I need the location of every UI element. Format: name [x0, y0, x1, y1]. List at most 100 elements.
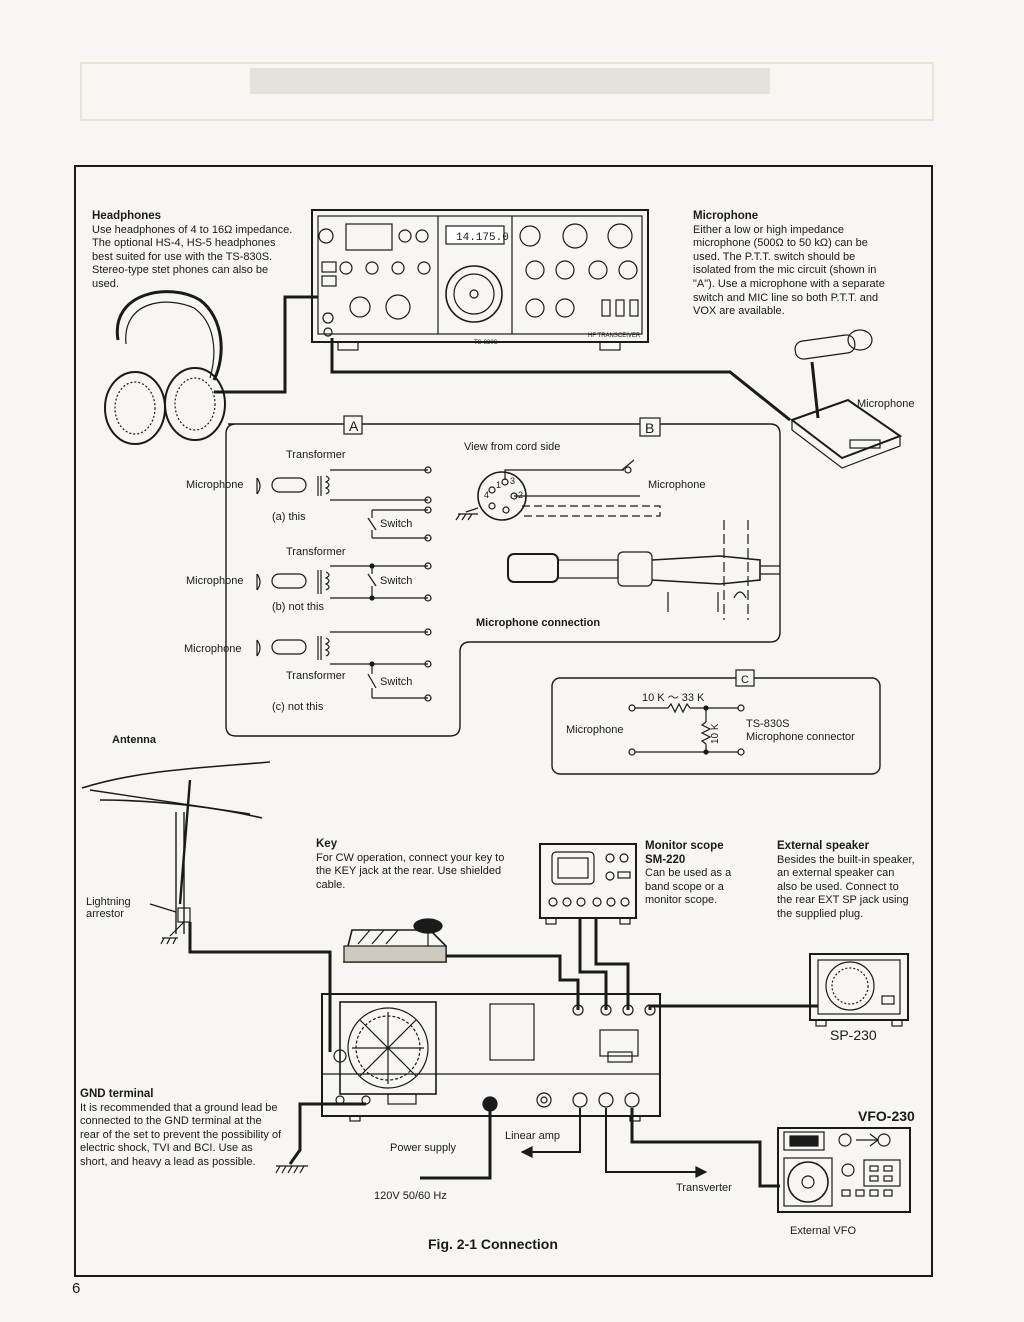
switch-label-b: Switch: [380, 575, 413, 587]
box-b-label: B: [645, 420, 654, 436]
ts830s-front-badge: TS-830S: [474, 340, 498, 346]
frequency-display: 14.175.0: [456, 232, 509, 244]
faded-header-title: [250, 68, 770, 94]
desk-microphone-label: Microphone: [857, 398, 915, 410]
transformer-label-b: Transformer: [286, 546, 346, 558]
lightning-arrestor-line2: arrestor: [86, 908, 124, 920]
headphone-cable: [214, 295, 318, 394]
caption-c-not-this: (c) not this: [272, 701, 324, 713]
gnd-title: GND terminal: [80, 1088, 154, 1100]
key-body: For CW operation, connect your key to th…: [316, 851, 505, 891]
switch-label-c: Switch: [380, 676, 413, 688]
headphones-body: Use headphones of 4 to 16Ω impedance. Th…: [92, 223, 293, 290]
sp230-speaker-drawing: [809, 953, 909, 1027]
microphone-label-b-box: Microphone: [648, 479, 706, 491]
faded-header-frame: [80, 62, 934, 121]
antenna-label: Antenna: [112, 734, 156, 746]
view-from-cord-side-label: View from cord side: [464, 441, 561, 453]
microphone-cable: [330, 338, 791, 422]
pin-1: 1: [496, 480, 501, 490]
resistor-shunt-label: 10 K: [710, 723, 721, 744]
transformer-label-c: Transformer: [286, 670, 346, 682]
microphone-label-c-box: Microphone: [566, 724, 624, 736]
microphone-label-a: Microphone: [186, 479, 244, 491]
ts830s-connector-label-1: TS-830S: [746, 718, 790, 730]
resistor-series-label: 10 K ～ 33 K: [642, 692, 705, 704]
microphone-label-c: Microphone: [184, 643, 242, 655]
resistor-network: [628, 702, 745, 756]
power-supply-label: Power supply: [390, 1142, 457, 1154]
linear-amp-label: Linear amp: [505, 1130, 561, 1142]
lightning-arrestor-line1: Lightning: [86, 896, 131, 908]
mic-connector-view: [455, 459, 780, 620]
caption-a-this: (a) this: [272, 511, 306, 523]
monitor-scope-drawing: [539, 843, 637, 925]
box-a-tag: [343, 415, 363, 435]
caption-b-not-this: (b) not this: [272, 601, 324, 613]
ground-symbol: [275, 1165, 308, 1174]
headphones-note: Headphones Use headphones of 4 to 16Ω im…: [92, 210, 297, 292]
transceiver-front: [311, 209, 649, 351]
transverter-label: Transverter: [676, 1182, 732, 1194]
speaker-cable: [648, 1004, 818, 1010]
lightning-arrestor-label: Lightning arrestor: [86, 896, 131, 920]
mains-label: 120V 50/60 Hz: [374, 1190, 447, 1202]
scope-cable-1: [578, 918, 608, 1010]
external-speaker-title: External speaker: [777, 840, 870, 852]
page-number: 6: [72, 1280, 81, 1297]
microphone-connection-label: Microphone connection: [476, 617, 601, 629]
power-cord: [420, 1110, 492, 1180]
diagram-box-c: [551, 677, 881, 775]
external-speaker-body: Besides the built-in speaker, an externa…: [777, 853, 915, 920]
vfo-cable: [630, 1108, 780, 1188]
circuit-a: [256, 466, 432, 542]
lightning-arrestor: [149, 903, 191, 945]
box-c-tag: [735, 669, 755, 687]
microphone-note: Microphone Either a low or high impedanc…: [693, 210, 895, 319]
vfo230-drawing: [777, 1127, 911, 1213]
box-c-label: C: [741, 674, 749, 686]
gnd-note: GND terminal It is recommended that a gr…: [80, 1088, 282, 1170]
external-speaker-note: External speaker Besides the built-in sp…: [777, 840, 917, 922]
antenna-cable: [188, 922, 332, 1052]
microphone-title: Microphone: [693, 210, 759, 222]
figure-caption: Fig. 2-1 Connection: [428, 1236, 558, 1252]
transceiver-rear: [321, 993, 661, 1122]
gnd-body: It is recommended that a ground lead be …: [80, 1101, 282, 1168]
linear-amp-arrow: [520, 1146, 533, 1158]
ground-lead: [288, 1102, 366, 1165]
monitor-scope-note: Monitor scope SM-220 Can be used as a ba…: [645, 840, 749, 908]
external-vfo-label: External VFO: [790, 1225, 857, 1237]
microphone-label-b: Microphone: [186, 575, 244, 587]
headphones-title: Headphones: [92, 210, 162, 222]
circuit-c: [256, 628, 432, 702]
scope-cable-2: [594, 918, 630, 1010]
transverter-arrow: [695, 1166, 708, 1178]
cw-key-drawing: [342, 918, 447, 963]
antenna-drawing: [81, 761, 271, 934]
circuit-b: [256, 562, 432, 602]
hf-transceiver-badge: HF TRANSCEIVER: [588, 333, 641, 339]
linear-amp-lead: [522, 1108, 581, 1153]
box-b-tag: [639, 417, 661, 437]
key-title: Key: [316, 838, 338, 850]
diagram-box-ab: [225, 423, 781, 737]
monitor-scope-title: Monitor scope: [645, 840, 724, 852]
box-a-label: A: [349, 418, 359, 434]
vfo230-label: VFO-230: [858, 1108, 915, 1124]
monitor-scope-model: SM-220: [645, 853, 686, 866]
monitor-scope-body: Can be used as a band scope or a monitor…: [645, 867, 732, 907]
ts830s-connector-label-2: Microphone connector: [746, 731, 855, 743]
figure-frame: [74, 165, 933, 1277]
key-cable: [446, 954, 580, 1010]
desk-microphone-drawing: [789, 329, 903, 469]
switch-label-a: Switch: [380, 518, 413, 530]
transformer-label-a: Transformer: [286, 449, 346, 461]
key-note: Key For CW operation, connect your key t…: [316, 838, 522, 892]
pin-2: 2: [518, 490, 523, 500]
headphones-drawing: [104, 290, 226, 445]
pin-3: 3: [510, 476, 515, 486]
transverter-lead: [605, 1108, 696, 1173]
sp230-label: SP-230: [830, 1027, 877, 1043]
